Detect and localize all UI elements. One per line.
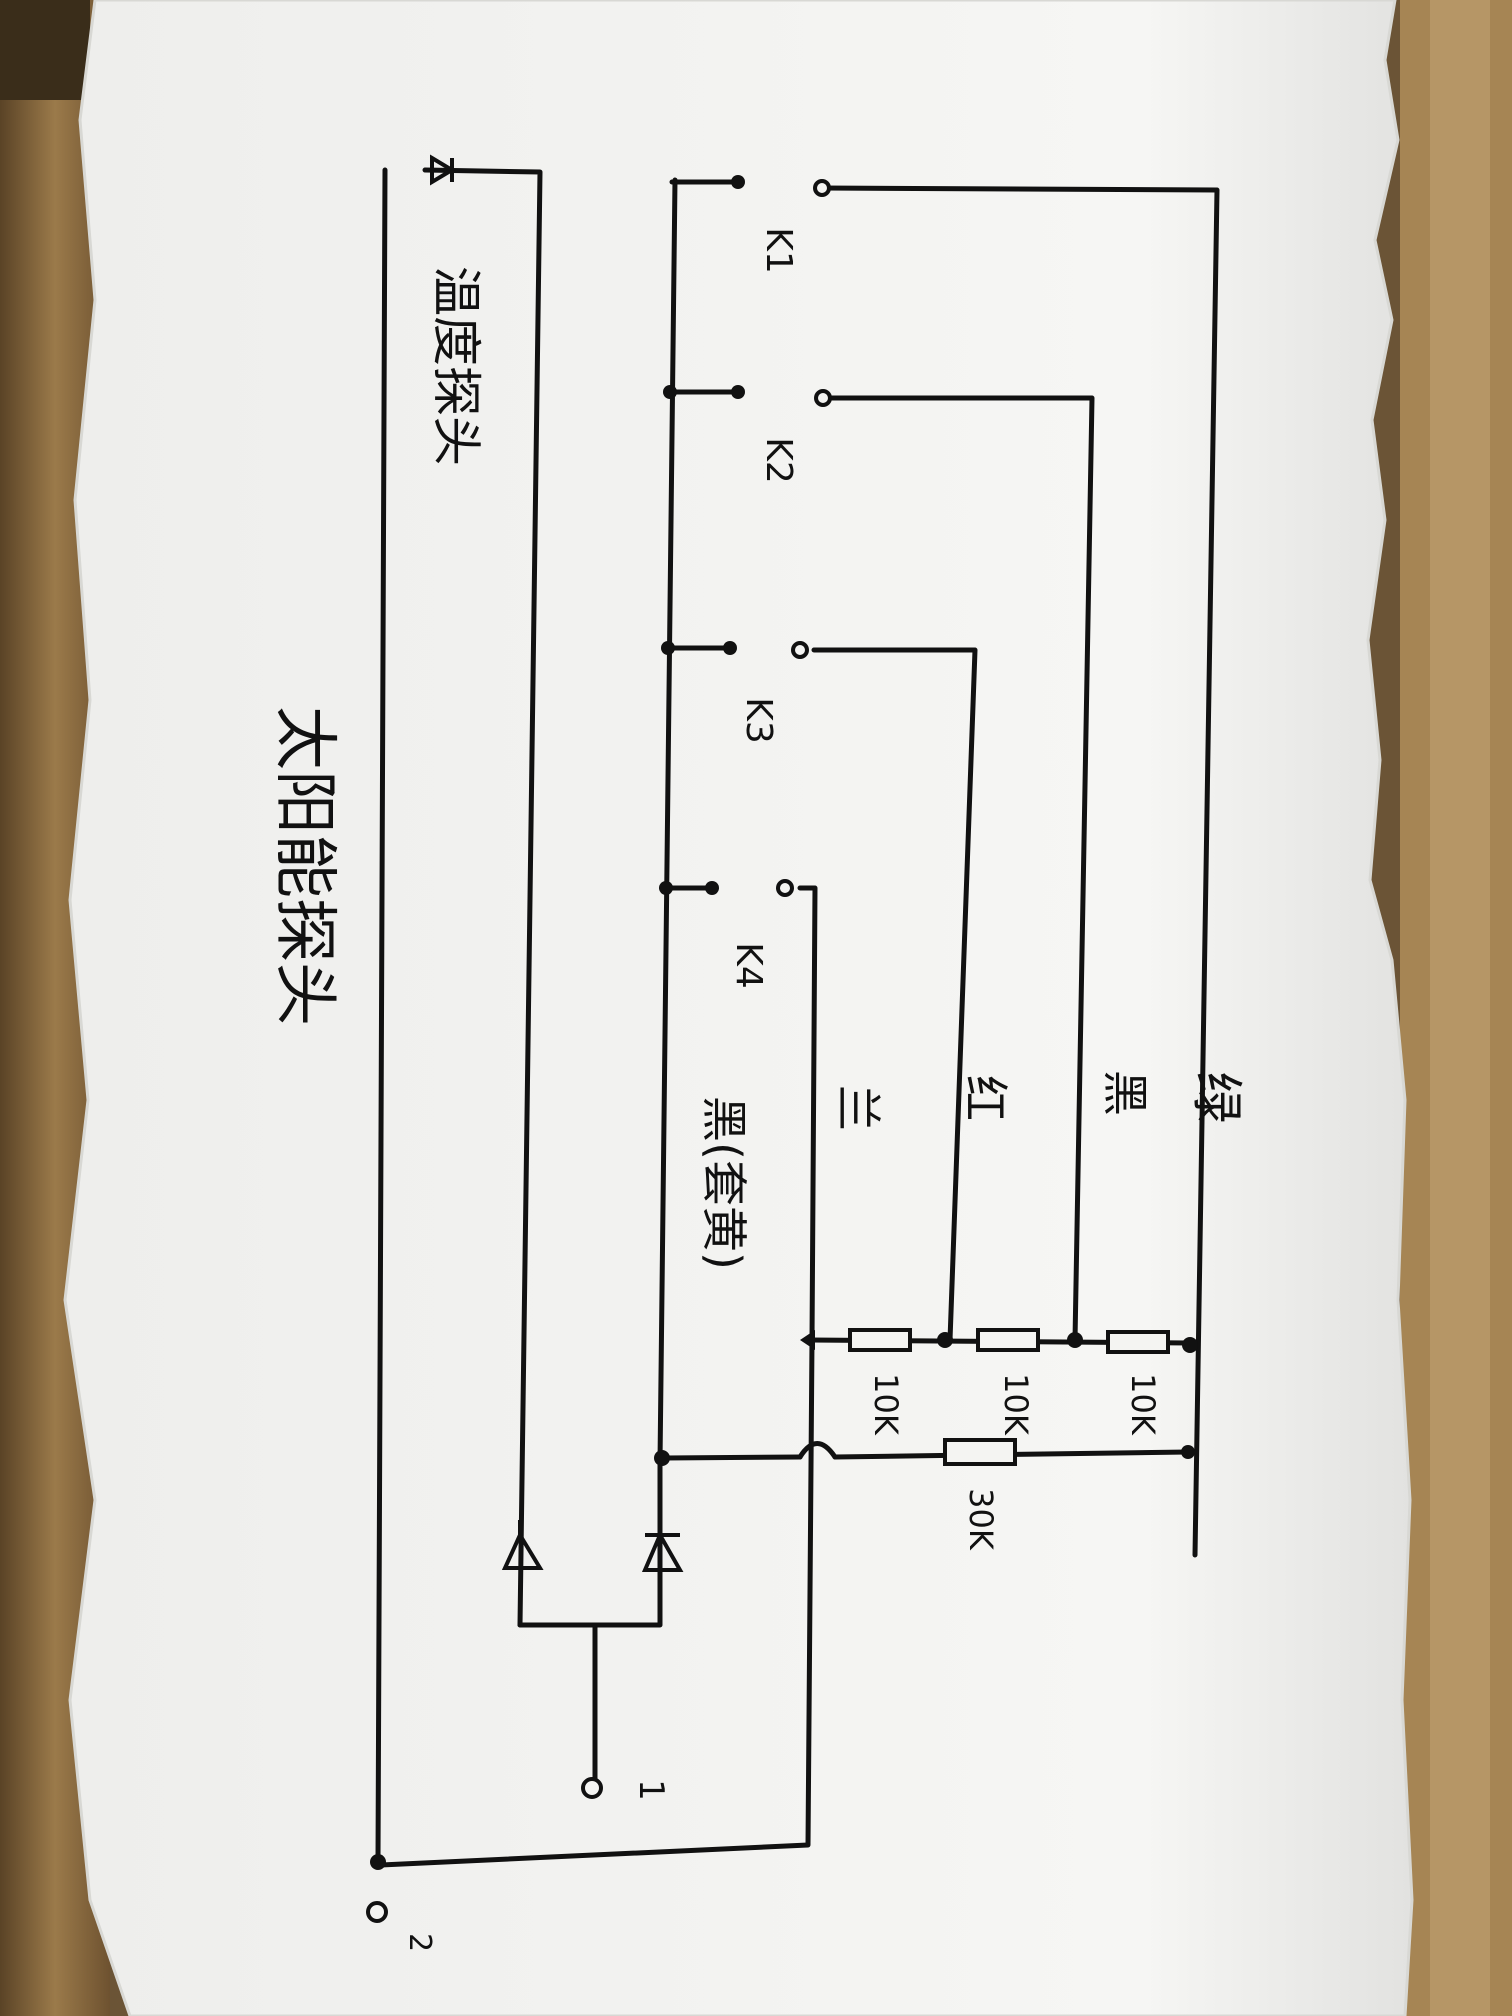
label-temp-probe: 温度探头 xyxy=(427,266,485,466)
node-green xyxy=(1182,1337,1198,1353)
label-wire-green: 绿 xyxy=(1185,1071,1246,1124)
resistor-10k-2 xyxy=(976,1328,1040,1352)
terminal-1 xyxy=(581,1777,603,1799)
node-blue-arrow xyxy=(800,1330,815,1350)
label-terminal-1: 1 xyxy=(630,1779,671,1801)
node-bottom xyxy=(370,1854,386,1870)
diode-2 xyxy=(501,1520,544,1570)
k1-contact xyxy=(731,175,745,189)
label-resistor-30k: 30K xyxy=(961,1488,1000,1550)
wood-right-highlight xyxy=(1430,0,1490,2016)
k2-contact xyxy=(731,385,745,399)
label-k1: K1 xyxy=(757,227,799,274)
node-red xyxy=(937,1332,953,1348)
node-green-30k xyxy=(1181,1445,1195,1459)
resistor-10k-1 xyxy=(1106,1330,1170,1354)
wire-blue-down xyxy=(377,1337,815,1868)
label-resistor-3: 10K xyxy=(866,1373,905,1435)
wire-blue xyxy=(797,885,818,1343)
k3-open-contact xyxy=(791,641,809,659)
temp-probe-symbol xyxy=(430,154,456,186)
bus-node-k3 xyxy=(661,641,675,655)
label-wire-black: 黑 xyxy=(1098,1070,1152,1116)
wood-top-left-dark xyxy=(0,0,90,100)
label-k2: K2 xyxy=(757,437,799,484)
label-wire-blue: 兰 xyxy=(831,1085,885,1131)
k4-open-contact xyxy=(776,879,794,897)
label-resistor-1: 10K xyxy=(1123,1373,1162,1435)
k4-contact xyxy=(705,881,719,895)
k3-contact xyxy=(723,641,737,655)
resistor-30k xyxy=(943,1438,1017,1466)
temp-probe-left xyxy=(375,167,388,1863)
node-black xyxy=(1067,1332,1083,1348)
label-solar-probe: 太阳能探头 xyxy=(267,706,341,1026)
wire-crossover xyxy=(797,1441,838,1460)
resistor-10k-3 xyxy=(848,1328,912,1352)
bus-node-k4 xyxy=(659,881,673,895)
paper-sheet xyxy=(63,0,1414,2016)
label-terminal-2: 2 xyxy=(402,1932,438,1953)
label-resistor-2: 10K xyxy=(996,1373,1035,1435)
k1-open-contact xyxy=(813,179,831,197)
diode-1 xyxy=(641,1530,684,1572)
terminal-2 xyxy=(366,1901,388,1923)
node-30k xyxy=(654,1450,670,1466)
wire-red xyxy=(811,647,978,1343)
wire-green xyxy=(819,185,1220,1558)
wire-black xyxy=(820,395,1095,1343)
bus-node-k2 xyxy=(663,385,677,399)
label-k4: K4 xyxy=(727,942,769,989)
k2-open-contact xyxy=(814,389,832,407)
diode-junction xyxy=(517,1532,663,1783)
label-wire-red: 红 xyxy=(958,1075,1012,1121)
temp-probe-loop xyxy=(422,167,543,1628)
label-wire-black-common: 黑(套黄) xyxy=(696,1096,751,1270)
label-k3: K3 xyxy=(737,697,779,744)
